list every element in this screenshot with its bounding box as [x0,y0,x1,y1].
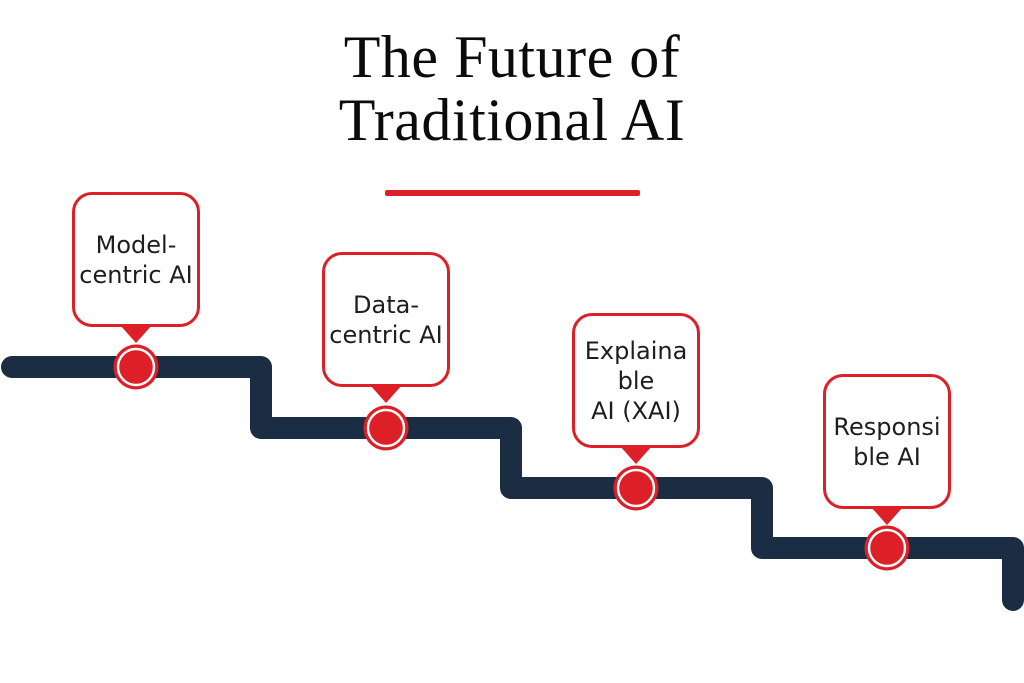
marker-dot [363,405,409,451]
milestone-label-line: Model- [95,230,177,259]
marker-ring [366,408,406,448]
milestone-label-line: Explaina [584,336,688,365]
marker-ring [867,528,907,568]
bubble-pointer-icon [871,507,903,525]
bubble-pointer-icon [120,325,152,343]
milestone-label-line: Responsi [833,412,941,441]
marker-dot [613,465,659,511]
title-line-1: The Future of [343,24,681,90]
milestone-bubble-data-centric-ai: Data- centric AI [322,252,450,387]
milestone-label-line: ble AI [853,442,921,471]
page-title: The Future of Traditional AI [0,26,1024,152]
milestone-bubble-responsible-ai: Responsi ble AI [823,374,951,509]
milestone-marker-3 [613,465,659,511]
milestone-label-line: AI (XAI) [591,396,681,425]
milestone-label-line: centric AI [79,260,193,289]
bubble-pointer-icon [370,385,402,403]
marker-dot [113,344,159,390]
title-underline [385,190,640,196]
milestone-marker-1 [113,344,159,390]
marker-ring [116,347,156,387]
milestone-bubble-model-centric-ai: Model- centric AI [72,192,200,327]
milestone-bubble-explainable-ai: Explaina ble AI (XAI) [572,313,700,448]
milestone-label-line: ble [617,366,655,395]
milestone-label-line: centric AI [329,320,443,349]
milestone-marker-4 [864,525,910,571]
milestone-label-line: Data- [353,290,419,319]
milestone-marker-2 [363,405,409,451]
marker-ring [616,468,656,508]
bubble-pointer-icon [620,446,652,464]
marker-dot [864,525,910,571]
title-line-2: Traditional AI [338,87,686,153]
timeline-path [1,356,1024,611]
